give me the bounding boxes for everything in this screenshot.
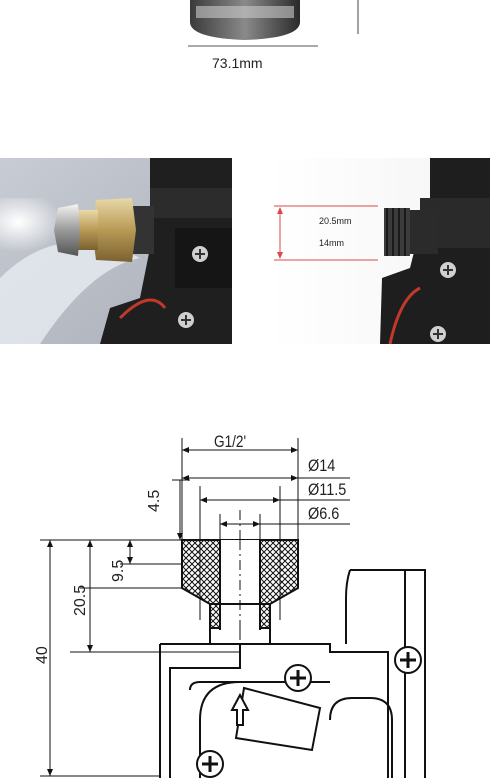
outlet-section-drawing (40, 438, 426, 778)
top-photo-section: 73.1mm (0, 0, 490, 110)
fitting-photo-image (0, 158, 232, 344)
width-dimension-label: 73.1mm (212, 55, 263, 71)
height-4-5-label: 4.5 (146, 489, 163, 512)
outer-diameter-label: Ø14 (308, 456, 336, 475)
inner-diameter-label-drawing: Ø6.6 (308, 504, 340, 523)
height-9-5-label: 9.5 (110, 559, 127, 582)
thread-photo-image (270, 158, 490, 344)
height-40-label: 40 (34, 646, 51, 664)
technical-drawing: G1/2' Ø14 Ø11.5 Ø6.6 4.5 9.5 20.5 40 (0, 420, 490, 778)
middle-diameter-label: Ø11.5 (308, 480, 347, 499)
fitting-photo (0, 158, 232, 344)
pump-end-cap-image (188, 0, 359, 47)
height-20-5-label: 20.5 (72, 584, 89, 616)
inner-diameter-label: 14mm (319, 238, 345, 248)
thread-photo: 20.5mm 14mm (270, 158, 490, 344)
outer-thread-diameter-label: 20.5mm (319, 216, 352, 226)
thread-size-label: G1/2' (214, 432, 247, 451)
